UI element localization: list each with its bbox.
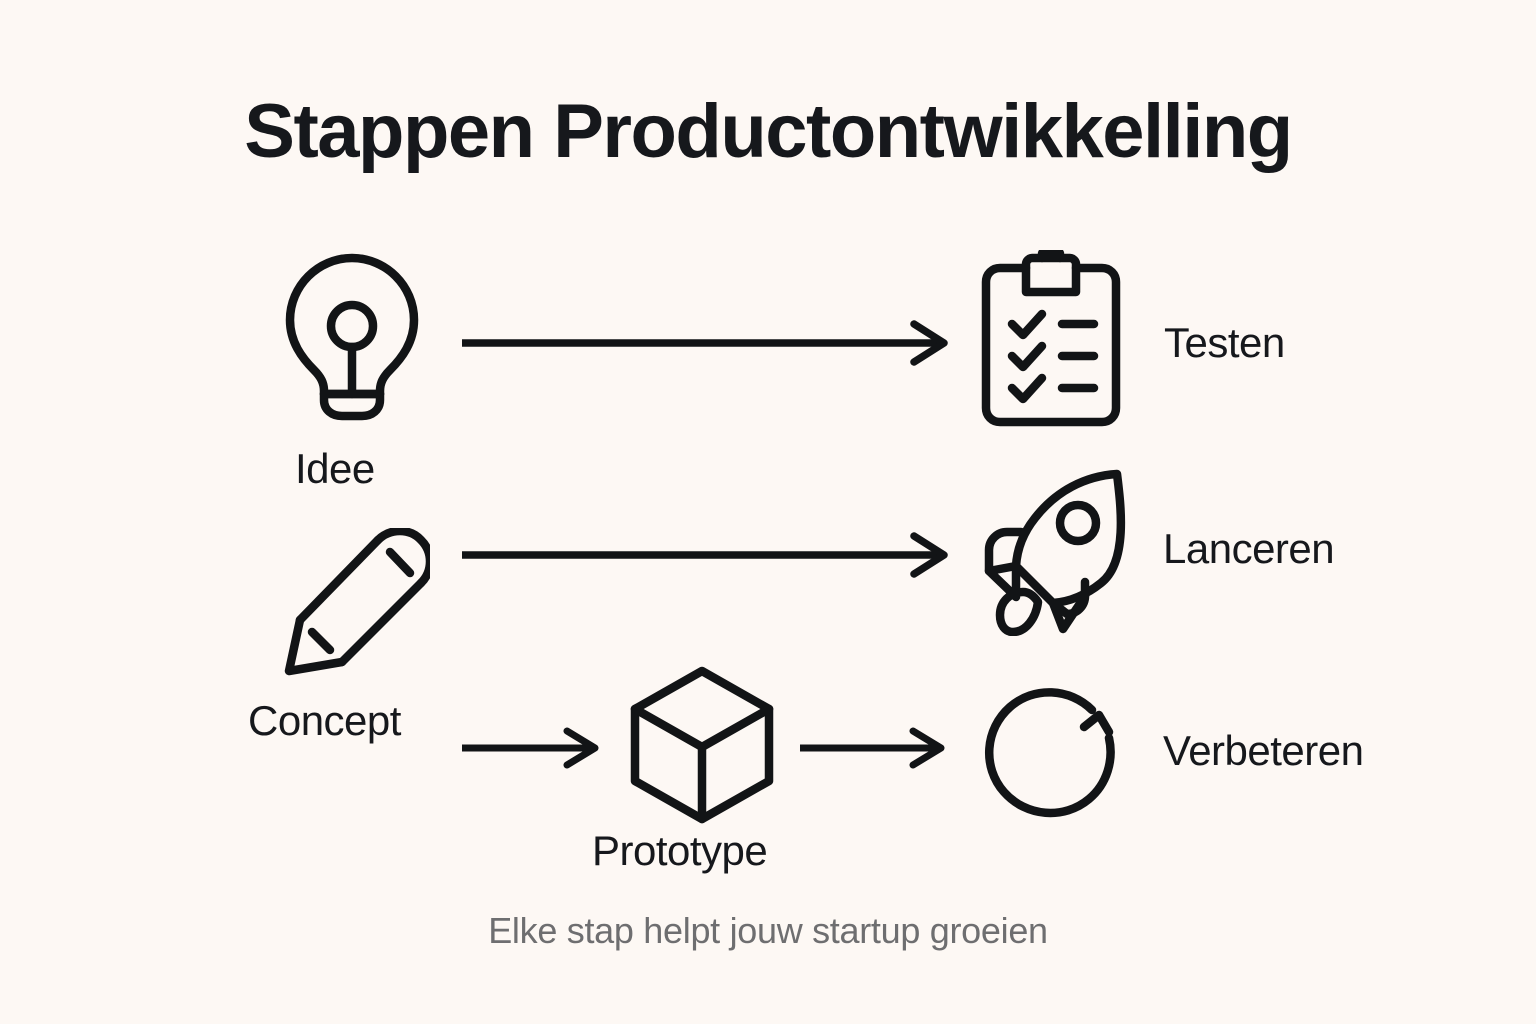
- step-label-lanceren: Lanceren: [1163, 525, 1335, 572]
- lightbulb-icon: [276, 250, 428, 422]
- clipboard-checklist-icon: [978, 250, 1124, 428]
- arrow-prototype-to-verbeteren: [800, 726, 952, 770]
- step-label-concept: Concept: [248, 697, 401, 744]
- step-label-testen: Testen: [1164, 319, 1285, 366]
- step-label-idee: Idee: [295, 445, 375, 492]
- arrow-concept-to-prototype: [462, 726, 606, 770]
- arrow-idee-to-testen: [462, 320, 954, 366]
- refresh-circle-icon: [976, 684, 1126, 824]
- rocket-icon: [980, 466, 1132, 636]
- step-label-verbeteren: Verbeteren: [1163, 727, 1364, 774]
- step-label-prototype: Prototype: [592, 827, 768, 874]
- cube-icon: [627, 665, 777, 825]
- footer-subtitle: Elke stap helpt jouw startup groeien: [488, 910, 1048, 951]
- pencil-icon: [282, 528, 430, 678]
- arrow-concept-to-lanceren: [462, 532, 954, 578]
- page-title: Stappen Productontwikkelling: [244, 89, 1293, 174]
